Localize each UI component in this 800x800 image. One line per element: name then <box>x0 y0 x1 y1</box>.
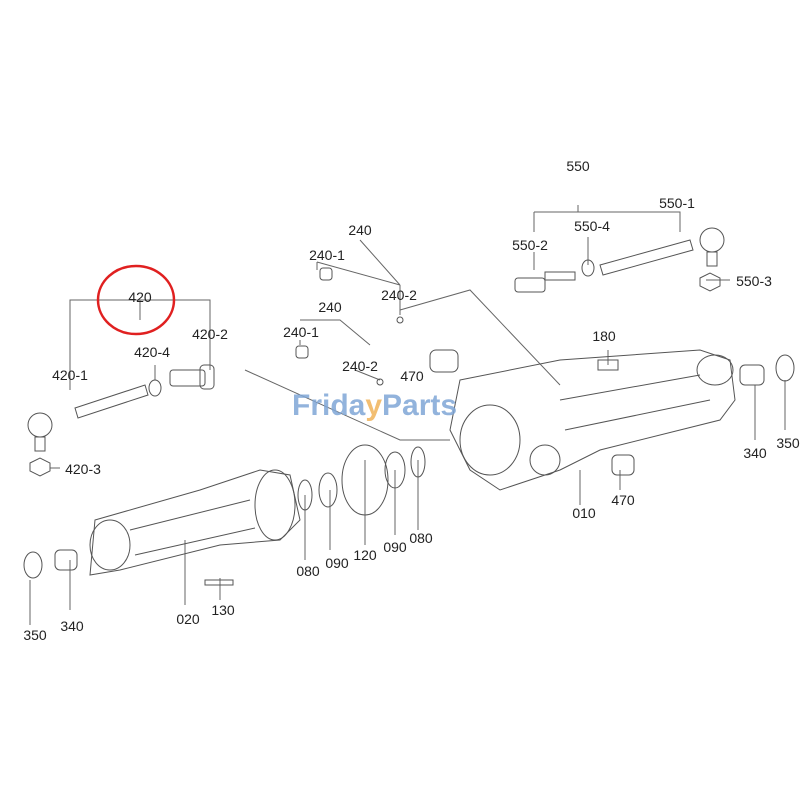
part-label: 240-2 <box>342 358 378 374</box>
tie-rod-550 <box>514 227 725 293</box>
leader-lines <box>29 205 786 625</box>
watermark-logo: FridayParts <box>292 390 457 422</box>
part-label: 120 <box>353 547 377 563</box>
highlight-circle <box>96 264 176 336</box>
axle-housing-020 <box>89 469 301 576</box>
part-label: 470 <box>400 368 424 384</box>
tie-rod-420 <box>27 364 215 477</box>
part-label: 130 <box>211 602 235 618</box>
part-label: 090 <box>383 539 407 555</box>
watermark-text: y <box>365 389 383 422</box>
part-label: 240-1 <box>283 324 319 340</box>
part-label: 180 <box>592 328 616 344</box>
axle-housing-010 <box>449 349 736 491</box>
part-label: 470 <box>611 492 635 508</box>
small-parts <box>23 267 795 586</box>
part-label: 080 <box>409 530 433 546</box>
part-label: 020 <box>176 611 200 627</box>
part-label: 240-1 <box>309 247 345 263</box>
part-label: 010 <box>572 505 596 521</box>
part-label: 350 <box>23 627 47 643</box>
part-label: 350 <box>776 435 800 451</box>
part-label: 550-2 <box>512 237 548 253</box>
part-label: 550-1 <box>659 195 695 211</box>
part-label: 340 <box>743 445 767 461</box>
part-label: 550 <box>566 158 590 174</box>
watermark-text: Frida <box>292 389 366 422</box>
part-label: 240 <box>318 299 342 315</box>
part-label: 420-3 <box>65 461 101 477</box>
part-label: 340 <box>60 618 84 634</box>
part-label-highlighted: 420 <box>128 289 152 305</box>
part-label: 240 <box>348 222 372 238</box>
part-label: 080 <box>296 563 320 579</box>
part-label: 090 <box>325 555 349 571</box>
part-label: 240-2 <box>381 287 417 303</box>
part-label: 420-4 <box>134 344 170 360</box>
part-label: 550-4 <box>574 218 610 234</box>
part-label: 420-1 <box>52 367 88 383</box>
part-label: 550-3 <box>736 273 772 289</box>
part-label: 420-2 <box>192 326 228 342</box>
watermark-text: Parts <box>382 389 458 422</box>
